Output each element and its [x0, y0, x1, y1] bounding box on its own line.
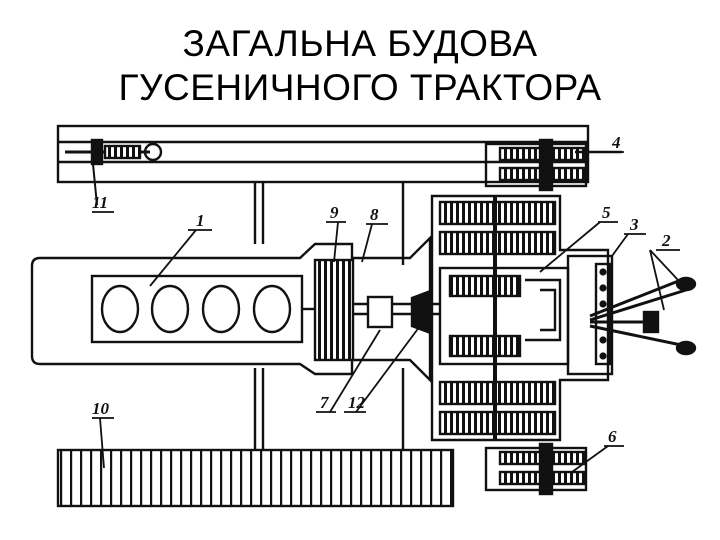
label-8: 8: [370, 205, 379, 224]
final-drive-4: [484, 138, 622, 192]
label-7: 7: [320, 393, 330, 412]
label-10: 10: [92, 399, 110, 418]
bevel-gear-12: [410, 290, 430, 334]
label-5: 5: [602, 203, 611, 222]
clutch-9: [313, 258, 355, 362]
label-6: 6: [608, 427, 617, 446]
final-drive-6: [484, 442, 588, 496]
slide-title: ЗАГАЛЬНА БУДОВА ГУСЕНИЧНОГО ТРАКТОРА: [0, 22, 720, 110]
label-11: 11: [92, 193, 108, 212]
control-levers-2: [589, 276, 697, 356]
title-line-2: ГУСЕНИЧНОГО ТРАКТОРА: [118, 67, 602, 108]
label-2: 2: [661, 231, 671, 250]
label-3: 3: [629, 215, 639, 234]
lower-track-10: [56, 448, 455, 508]
rear-axle-housing: [430, 194, 610, 442]
track-tensioner-11: [65, 138, 163, 206]
title-line-1: ЗАГАЛЬНА БУДОВА: [182, 23, 538, 64]
label-4: 4: [611, 133, 621, 152]
label-9: 9: [330, 203, 339, 222]
engine-1: [30, 242, 354, 376]
upper-track: [56, 124, 590, 184]
label-1: 1: [196, 211, 205, 230]
label-12: 12: [348, 393, 366, 412]
gearbox-7: [366, 295, 394, 329]
